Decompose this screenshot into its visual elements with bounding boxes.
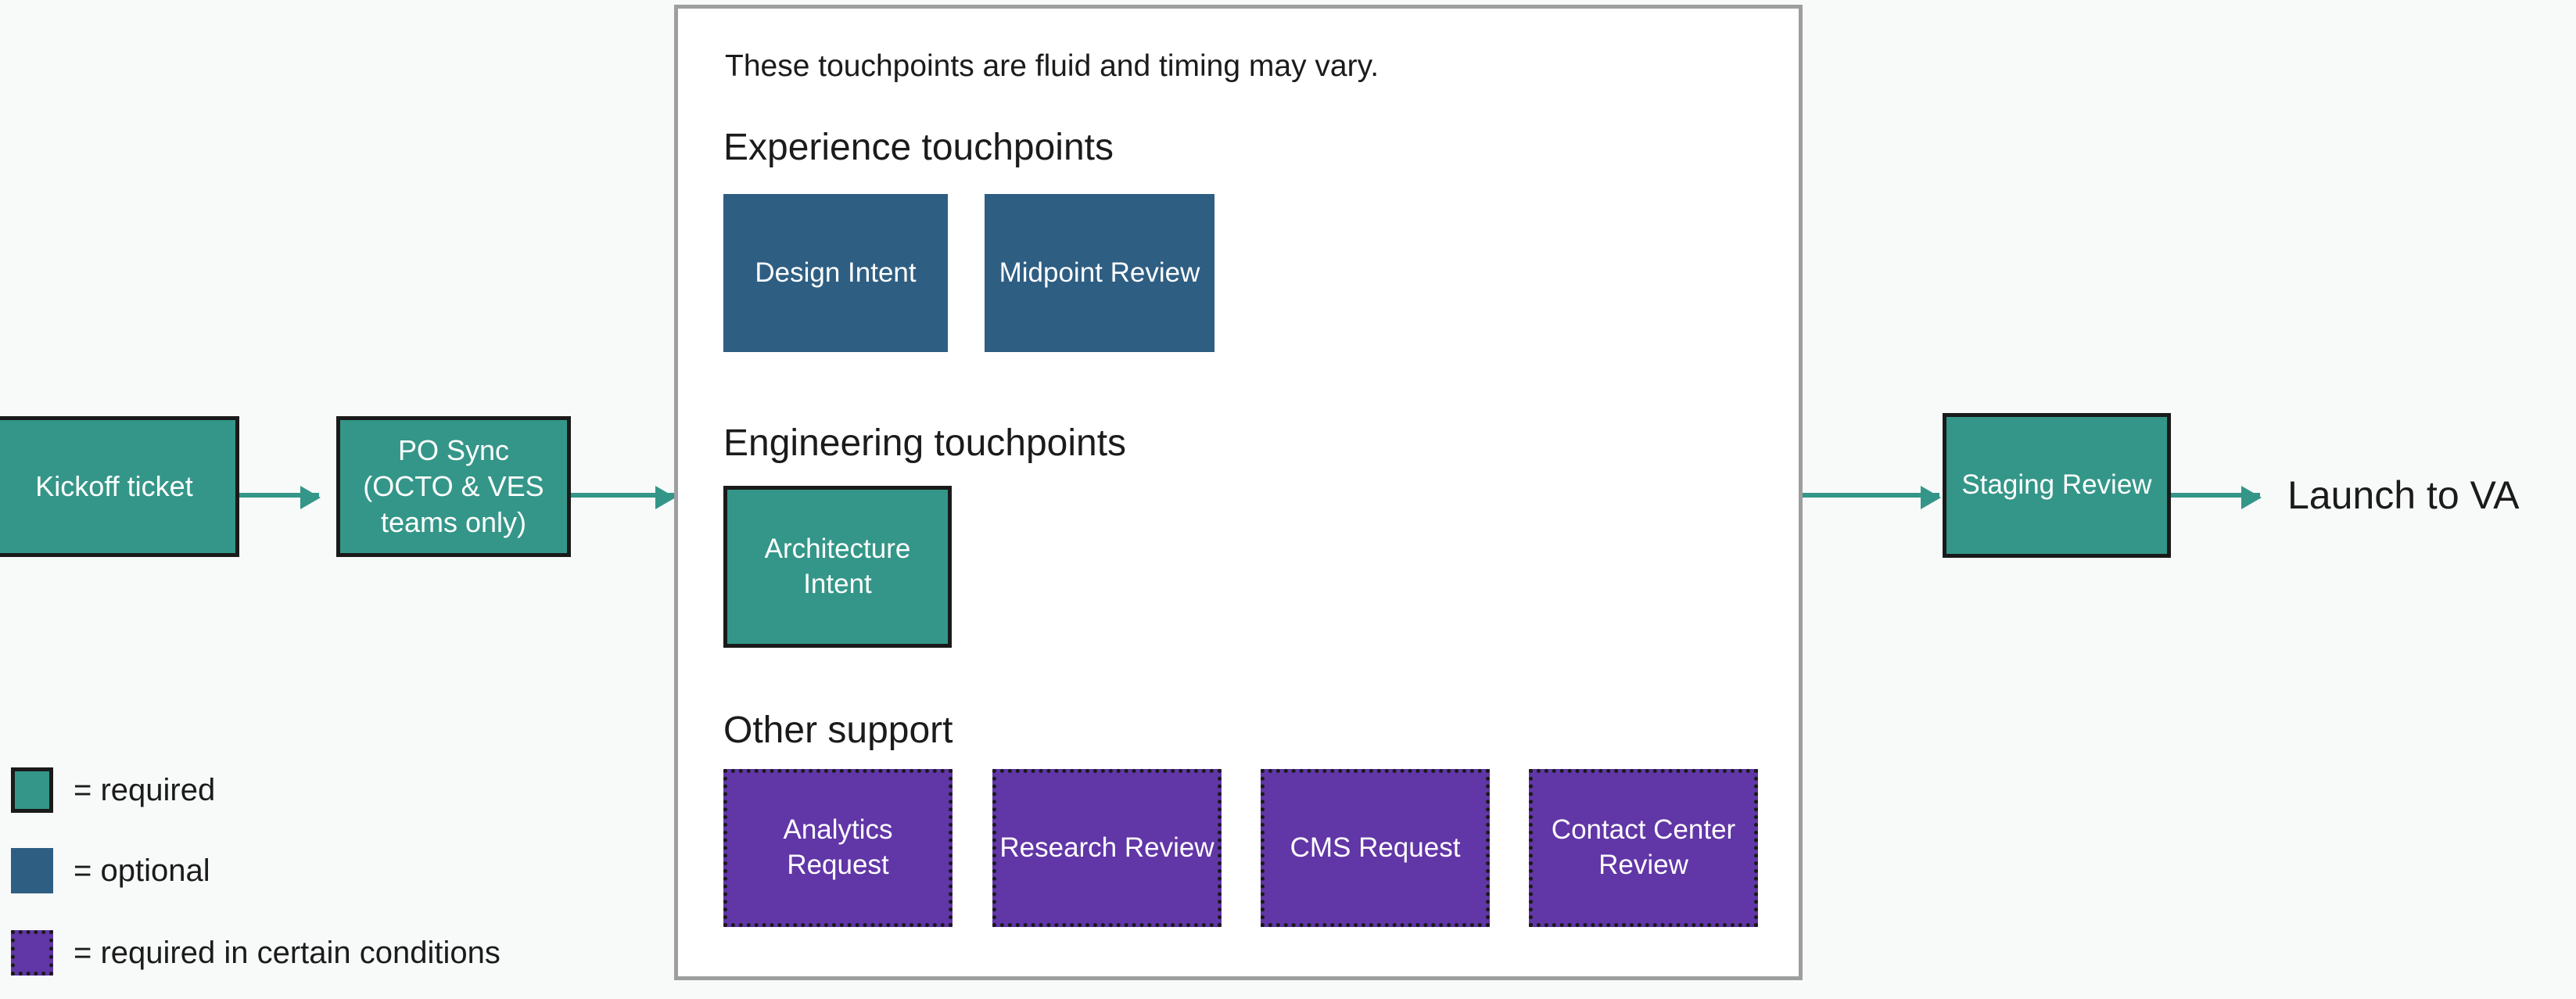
support-label: Contact Center Review: [1551, 814, 1736, 880]
arrow-touchpoints-to-staging: [1803, 486, 1941, 509]
support-cms-request[interactable]: CMS Request: [1261, 769, 1490, 927]
legend-item-required: = required: [11, 767, 215, 814]
legend-swatch-optional-icon: [11, 848, 53, 893]
legend-label: = required: [74, 772, 216, 807]
section-heading-engineering: Engineering touchpoints: [723, 422, 1127, 464]
support-research-review[interactable]: Research Review: [992, 769, 1222, 927]
touchpoint-midpoint-review[interactable]: Midpoint Review: [985, 194, 1214, 352]
legend-item-conditional: = required in certain conditions: [11, 929, 500, 976]
legend-label: = optional: [74, 853, 210, 888]
arrow-kickoff-to-posync: [239, 486, 321, 509]
touchpoint-label: Design Intent: [755, 257, 917, 288]
panel-note: These touchpoints are fluid and timing m…: [725, 49, 1379, 83]
section-heading-experience: Experience touchpoints: [723, 127, 1114, 168]
legend-item-optional: = optional: [11, 847, 210, 894]
flow-node-po-sync[interactable]: PO Sync (OCTO & VES teams only): [336, 416, 571, 557]
section-heading-other-support: Other support: [723, 710, 953, 751]
support-label: CMS Request: [1290, 832, 1461, 863]
support-contact-center-review[interactable]: Contact Center Review: [1529, 769, 1758, 927]
flow-node-label: Staging Review: [1961, 469, 2152, 501]
legend-swatch-conditional-icon: [11, 930, 53, 976]
support-label: Analytics Request: [783, 814, 893, 880]
flow-terminal-launch-to-va: Launch to VA: [2287, 473, 2520, 517]
flow-node-label: Kickoff ticket: [35, 469, 193, 502]
support-analytics-request[interactable]: Analytics Request: [723, 769, 953, 927]
flow-node-label: PO Sync (OCTO & VES teams only): [363, 433, 544, 539]
flow-node-staging-review[interactable]: Staging Review: [1943, 413, 2171, 558]
support-label: Research Review: [999, 832, 1214, 863]
touchpoint-label: Architecture Intent: [764, 533, 911, 599]
arrow-staging-to-launch: [2171, 486, 2262, 509]
touchpoint-design-intent[interactable]: Design Intent: [723, 194, 948, 352]
touchpoint-label: Midpoint Review: [999, 257, 1200, 288]
flow-node-kickoff-ticket[interactable]: Kickoff ticket: [0, 416, 239, 557]
legend-label: = required in certain conditions: [74, 935, 500, 970]
touchpoint-architecture-intent[interactable]: Architecture Intent: [723, 486, 952, 648]
legend-swatch-required-icon: [11, 767, 53, 813]
touchpoints-panel: These touchpoints are fluid and timing m…: [674, 5, 1803, 980]
arrow-posync-to-touchpoints: [571, 486, 676, 509]
